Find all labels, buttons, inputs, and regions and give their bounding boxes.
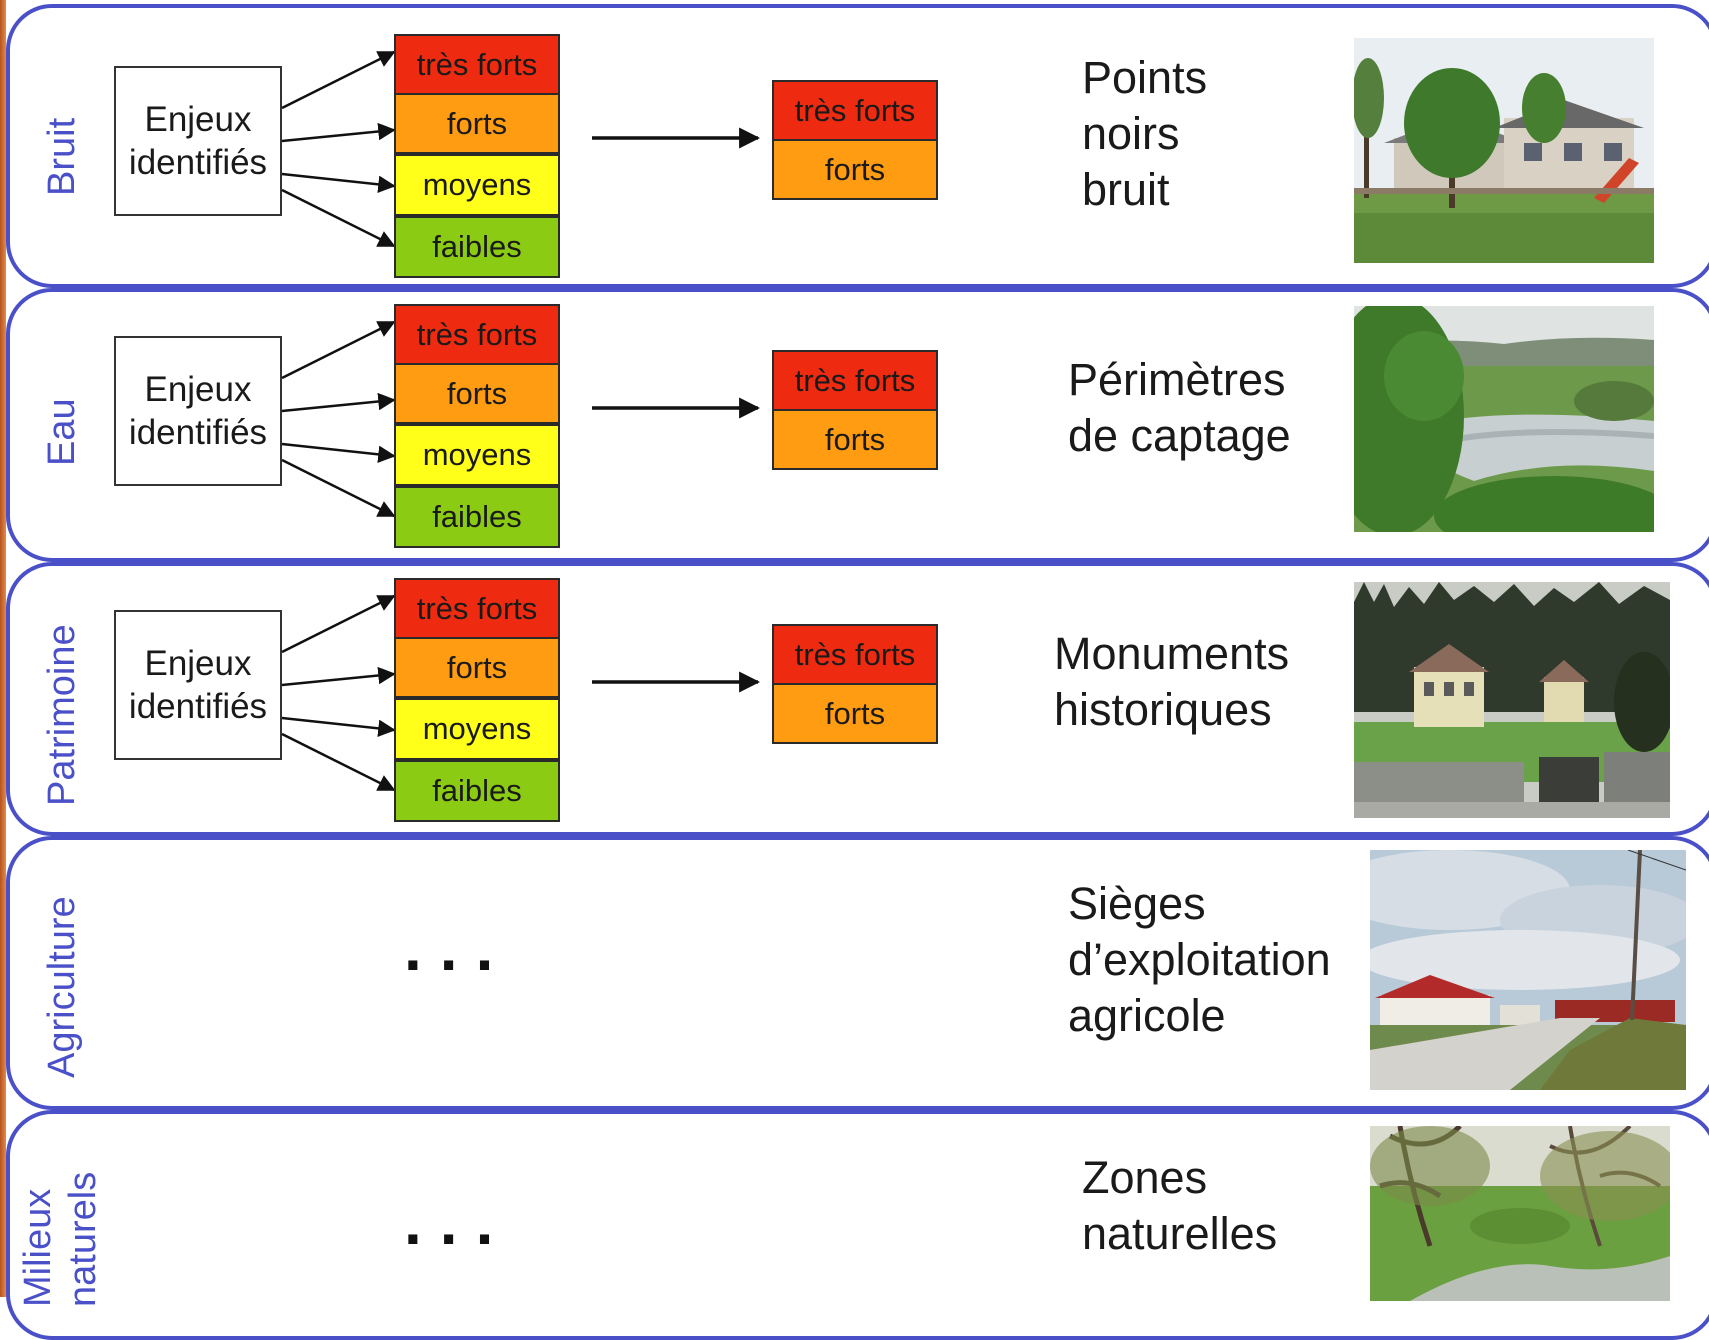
fan-arrows xyxy=(281,50,396,248)
row-label-agriculture: Agriculture xyxy=(41,896,83,1078)
level-moyens: moyens xyxy=(394,154,560,216)
level-stack-all: très forts forts moyens faibles xyxy=(394,34,560,278)
fan-arrows xyxy=(281,594,396,792)
selection-arrow xyxy=(592,127,761,149)
level-faibles: faibles xyxy=(394,216,560,278)
level-stack-selected: très forts forts xyxy=(772,80,938,202)
school-with-playground-photo xyxy=(1354,38,1654,263)
level-forts: forts xyxy=(772,139,938,200)
historic-manor-photo xyxy=(1354,582,1670,818)
level-tres-forts: très forts xyxy=(394,304,560,365)
river-landscape-photo xyxy=(1354,306,1654,532)
level-stack-all: très forts forts moyens faibles xyxy=(394,304,560,548)
level-tres-forts: très forts xyxy=(772,350,938,411)
level-tres-forts: très forts xyxy=(772,80,938,141)
ellipsis: ... xyxy=(404,1186,512,1258)
level-forts: forts xyxy=(394,93,560,154)
level-moyens: moyens xyxy=(394,698,560,760)
ellipsis: ... xyxy=(404,912,512,984)
level-tres-forts: très forts xyxy=(772,624,938,685)
level-stack-selected: très forts forts xyxy=(772,624,938,746)
farm-road-photo xyxy=(1370,850,1686,1090)
selection-arrow xyxy=(592,671,761,693)
level-stack-selected: très forts forts xyxy=(772,350,938,472)
level-tres-forts: très forts xyxy=(394,578,560,639)
stream-with-trees-photo xyxy=(1370,1126,1670,1301)
level-forts: forts xyxy=(772,409,938,470)
level-forts: forts xyxy=(772,683,938,744)
left-edge-strip xyxy=(0,0,6,1297)
level-faibles: faibles xyxy=(394,486,560,548)
selection-arrow xyxy=(592,397,761,419)
level-stack-all: très forts forts moyens faibles xyxy=(394,578,560,822)
level-faibles: faibles xyxy=(394,760,560,822)
fan-arrows xyxy=(281,320,396,518)
level-forts: forts xyxy=(394,363,560,424)
level-forts: forts xyxy=(394,637,560,698)
level-moyens: moyens xyxy=(394,424,560,486)
level-tres-forts: très forts xyxy=(394,34,560,95)
